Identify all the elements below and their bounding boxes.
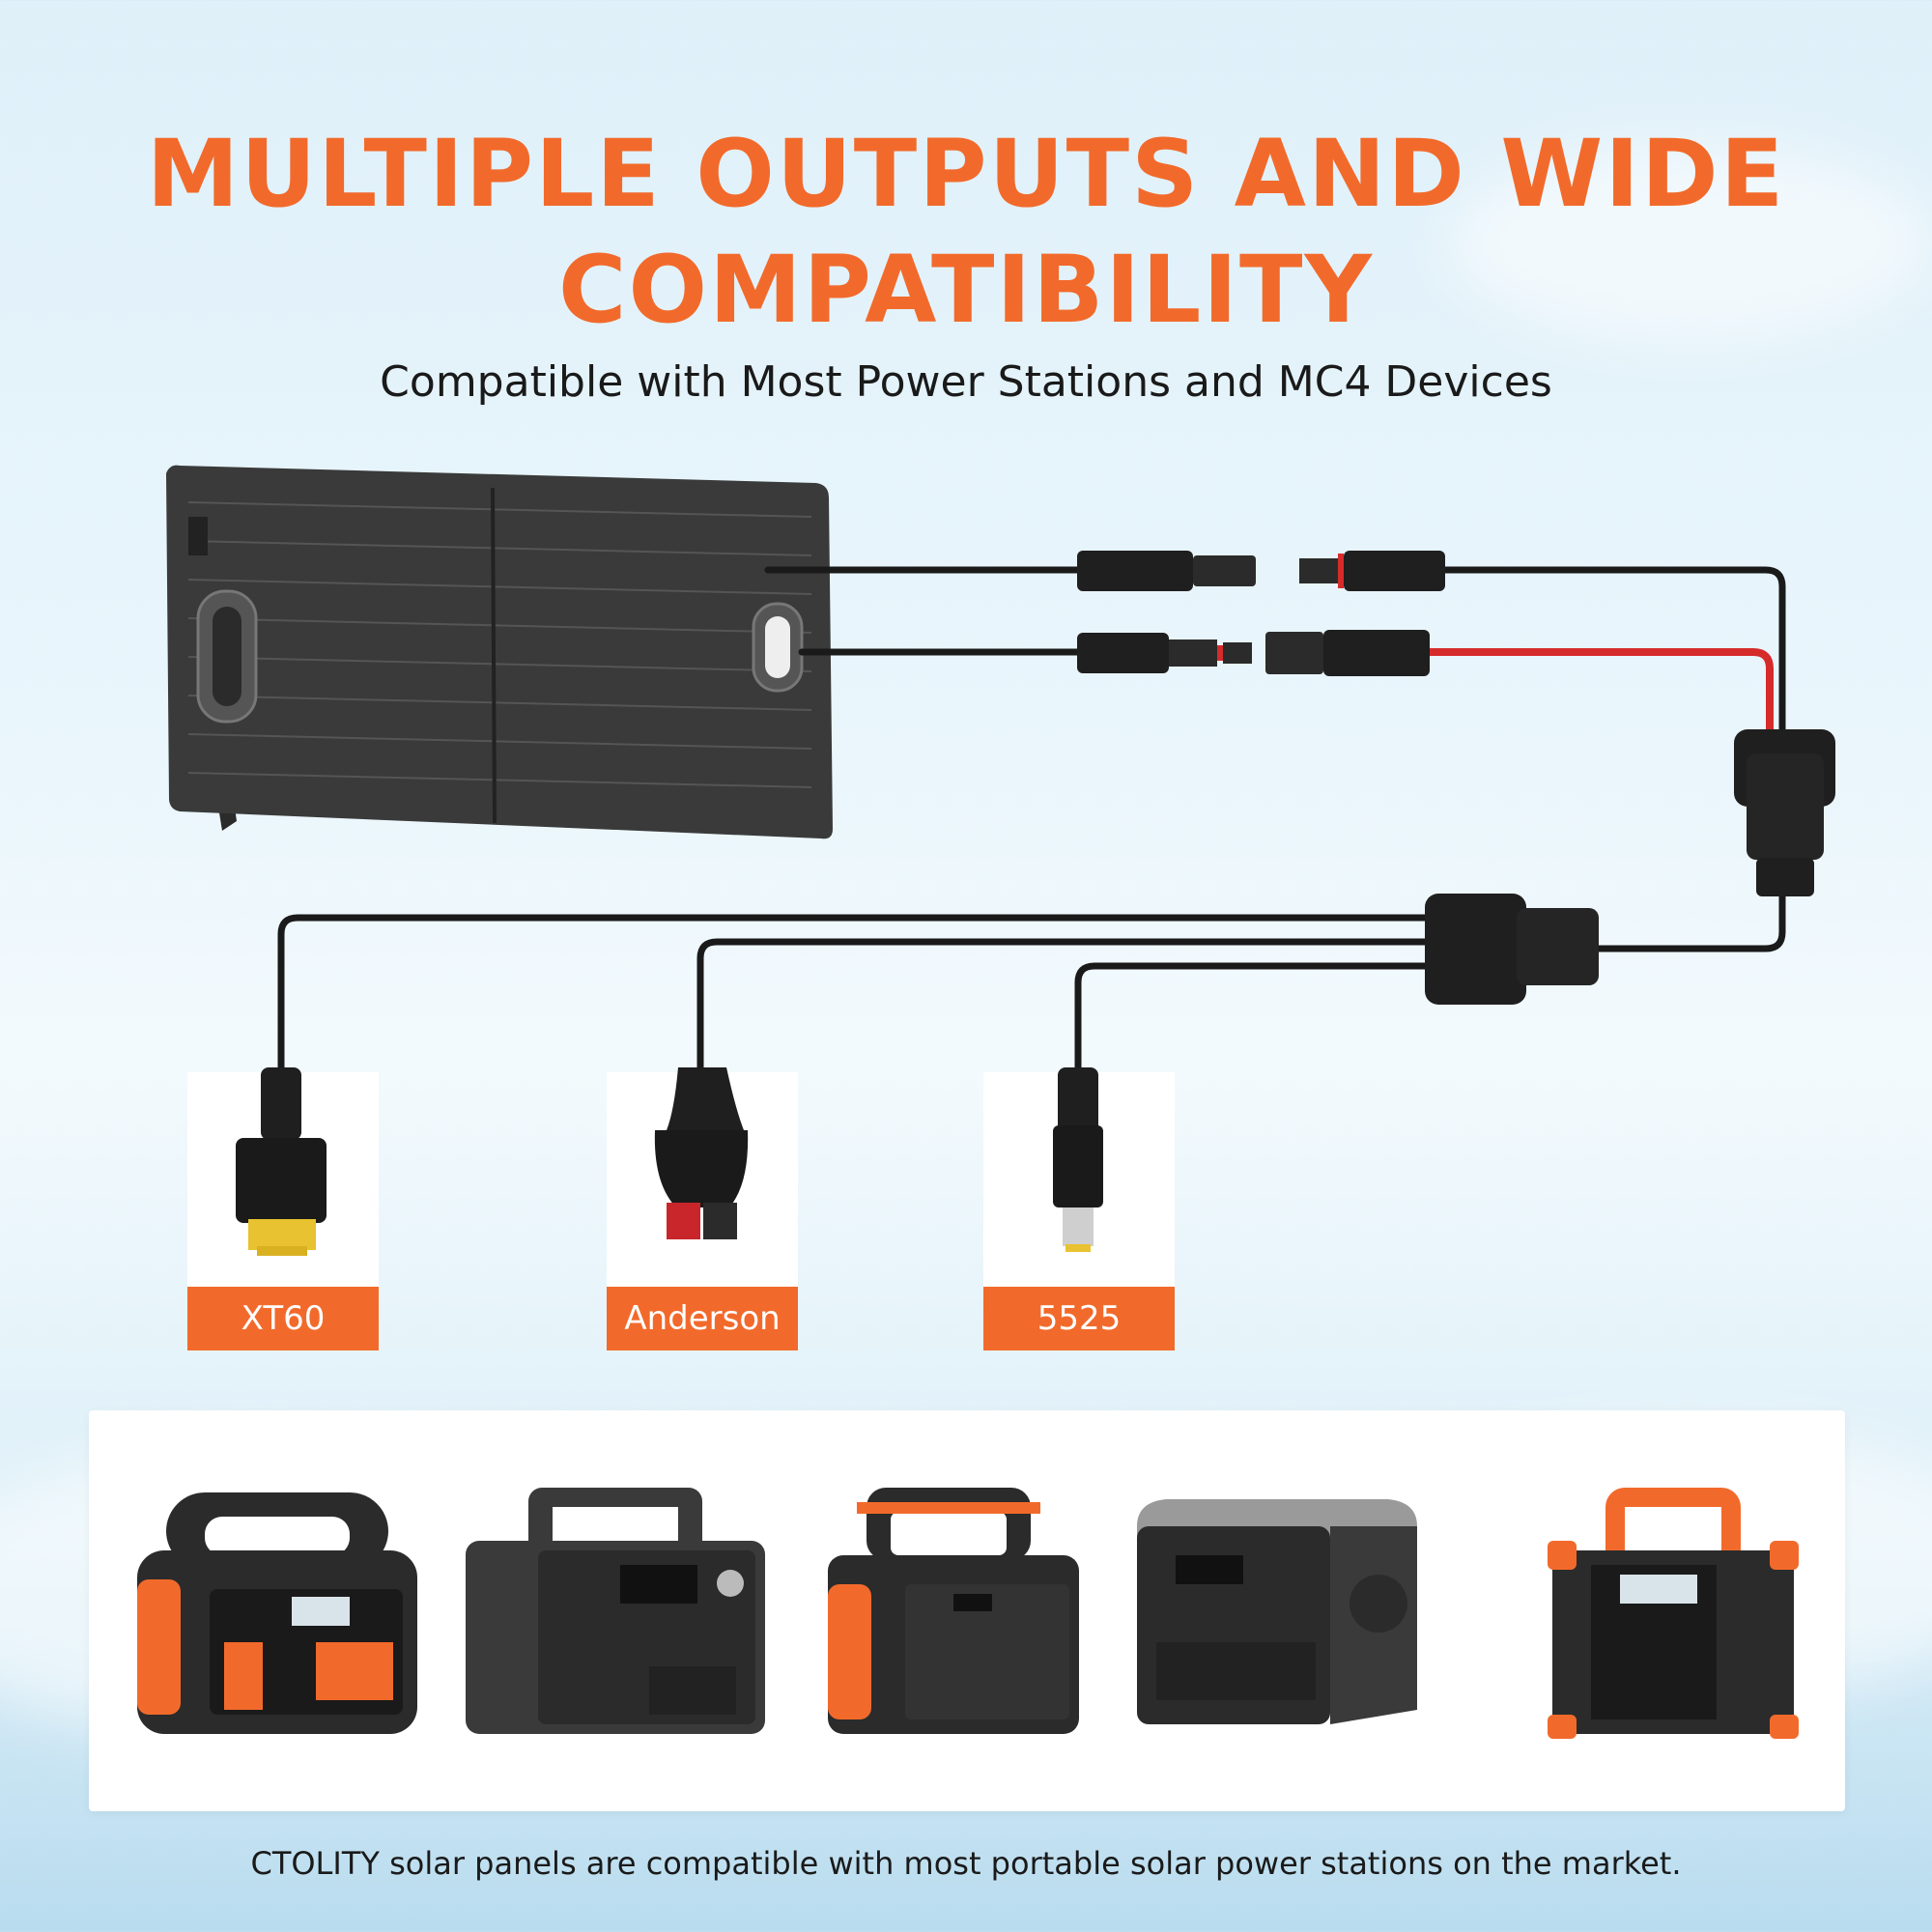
- product-diagram: [166, 465, 1835, 1256]
- y-splitter-icon: [1425, 729, 1835, 1005]
- title-line-2: COMPATIBILITY: [558, 236, 1374, 344]
- footer-note: CTOLITY solar panels are compatible with…: [250, 1845, 1682, 1882]
- page-subtitle: Compatible with Most Power Stations and …: [380, 357, 1552, 407]
- mc4-connector-icon: [1077, 551, 1445, 676]
- page-title: MULTIPLE OUTPUTS AND WIDE COMPATIBILITY: [0, 116, 1932, 348]
- power-station-orange-frame-icon: [1548, 1488, 1799, 1739]
- power-station-grey-icon: [1137, 1499, 1417, 1724]
- power-station-compact-orange-icon: [828, 1488, 1079, 1734]
- anderson-connector-icon: [654, 1067, 749, 1239]
- port-label-anderson: Anderson: [607, 1287, 798, 1350]
- power-station-bluetti-icon: [466, 1488, 765, 1734]
- port-label-xt60: XT60: [187, 1287, 379, 1350]
- solar-panel-icon: [166, 465, 833, 839]
- port-label-5525: 5525: [983, 1287, 1175, 1350]
- power-stations-panel: [89, 1410, 1845, 1811]
- mc4-cables: [277, 566, 1786, 1076]
- xt60-connector-icon: [236, 1067, 327, 1256]
- title-line-1: MULTIPLE OUTPUTS AND WIDE: [146, 120, 1786, 228]
- dc5525-connector-icon: [1053, 1067, 1103, 1252]
- power-station-orange-handle-icon: [137, 1492, 417, 1734]
